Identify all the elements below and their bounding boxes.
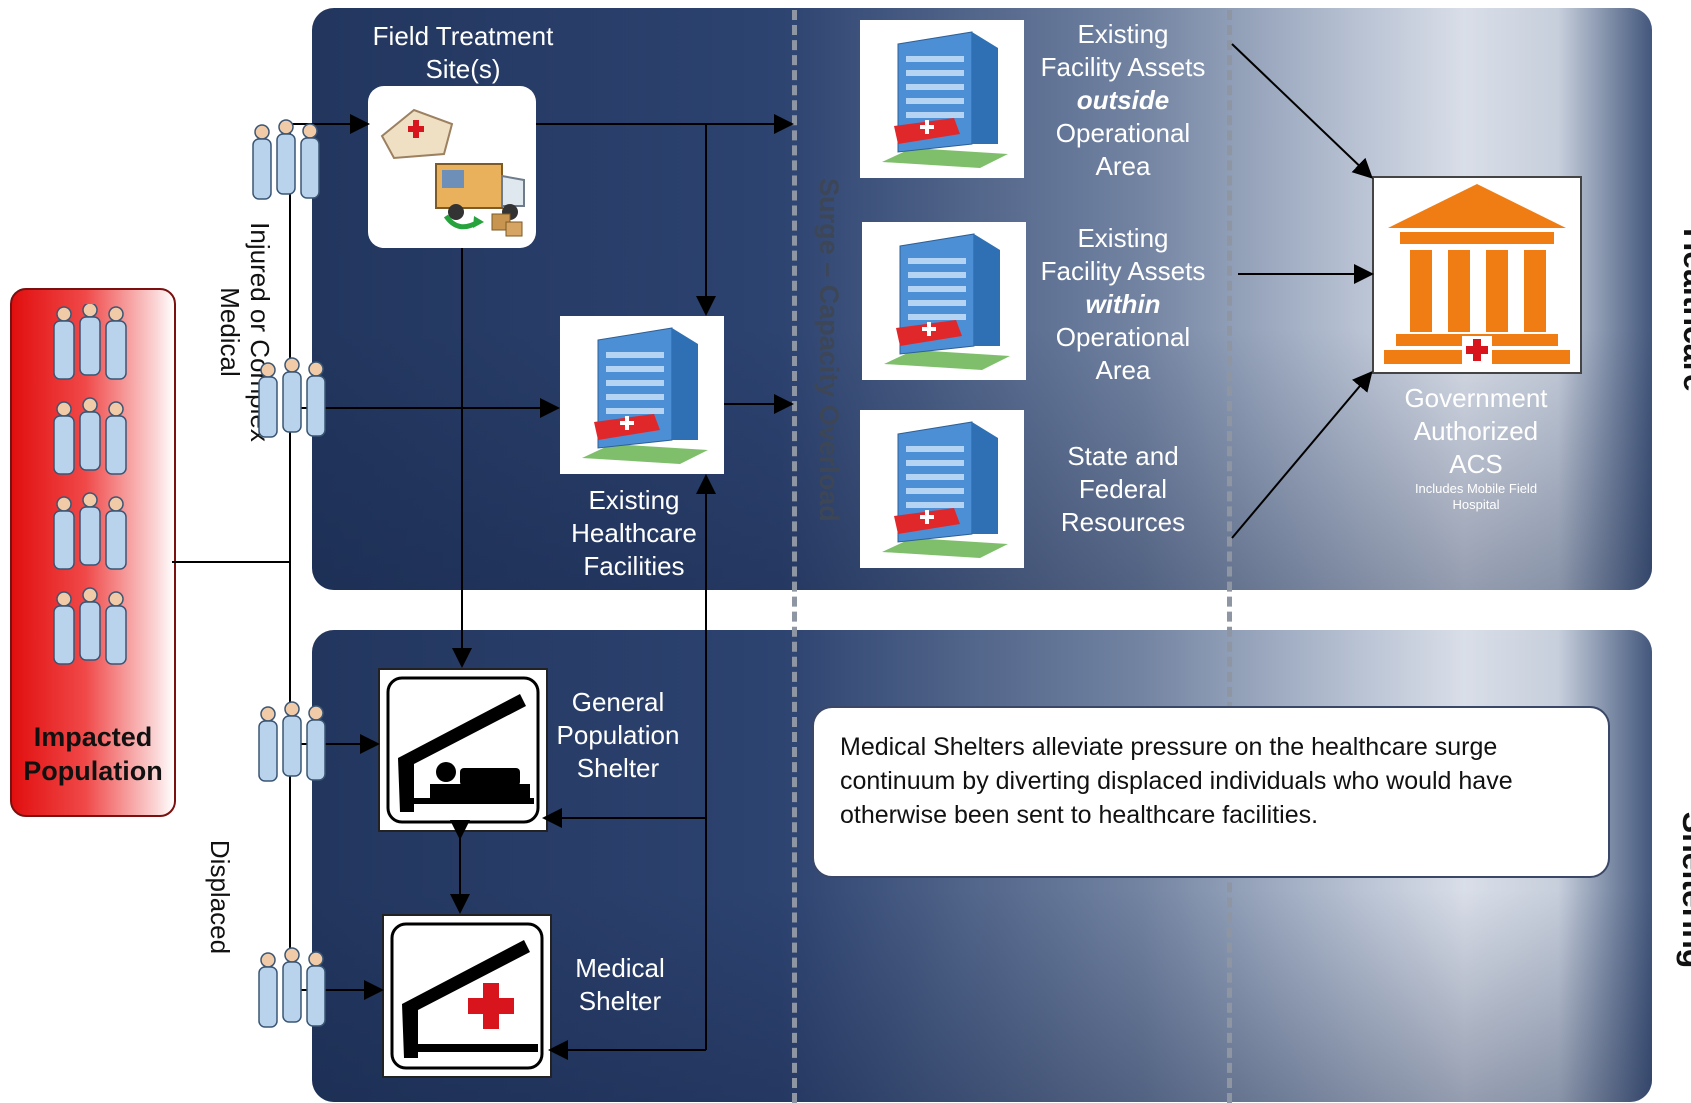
- acs-node: [1372, 176, 1582, 374]
- field-treatment-label: Field Treatment Site(s): [350, 20, 576, 86]
- hospital-building-icon: [882, 421, 1008, 558]
- outside-assets-label: Existing Facility Assets outside Operati…: [1028, 18, 1218, 183]
- asset-divider-line: [1227, 10, 1232, 1103]
- general-shelter-label: General Population Shelter: [548, 686, 688, 785]
- general-shelter-line2: Population: [556, 720, 680, 750]
- state-federal-line2: Federal: [1078, 474, 1168, 504]
- impacted-population-box: Impacted Population: [10, 288, 176, 817]
- general-shelter-line3: Shelter: [576, 753, 660, 783]
- general-shelter-node: [378, 668, 548, 832]
- within-assets-line4: Area: [1095, 355, 1151, 385]
- hospital-building-icon: [582, 327, 708, 464]
- state-federal-line1: State and: [1067, 441, 1179, 471]
- injured-path-line2: Medical: [215, 287, 245, 377]
- shelter-bed-icon: [386, 676, 540, 824]
- field-treatment-node: [368, 86, 536, 248]
- existing-healthcare-line2: Healthcare: [571, 518, 697, 548]
- surge-divider-line: [792, 10, 797, 1103]
- impacted-label-line2: Population: [23, 756, 163, 786]
- within-assets-emphasis: within: [1085, 289, 1161, 319]
- existing-healthcare-line3: Facilities: [583, 551, 685, 581]
- state-federal-line3: Resources: [1060, 507, 1186, 537]
- within-assets-node: [862, 222, 1026, 380]
- field-tent-truck-icon: [380, 108, 525, 237]
- outside-assets-emphasis: outside: [1076, 85, 1170, 115]
- hospital-building-icon: [882, 31, 1008, 168]
- displaced-path-label: Displaced: [205, 839, 235, 955]
- acs-note-line2: Hospital: [1452, 497, 1500, 512]
- within-assets-label: Existing Facility Assets within Operatio…: [1028, 222, 1218, 387]
- outside-assets-line1: Existing: [1077, 19, 1169, 49]
- acs-line1: Government: [1404, 383, 1548, 413]
- people-group-icon: [258, 701, 326, 782]
- medical-shelter-line2: Shelter: [578, 986, 662, 1016]
- field-treatment-line1: Field Treatment: [372, 21, 554, 51]
- medical-shelter-line1: Medical: [575, 953, 665, 983]
- shelter-medical-cross-icon: [390, 922, 544, 1070]
- acs-note-line1: Includes Mobile Field: [1414, 481, 1538, 496]
- people-group-icon: [53, 304, 127, 665]
- sheltering-section-label: Sheltering: [1676, 811, 1691, 969]
- hospital-building-icon: [884, 233, 1010, 370]
- outside-assets-line4: Area: [1095, 151, 1151, 181]
- general-shelter-line1: General: [571, 687, 665, 717]
- impacted-label-line1: Impacted: [33, 722, 153, 752]
- medical-shelter-node: [382, 914, 552, 1078]
- state-federal-label: State and Federal Resources: [1028, 440, 1218, 539]
- existing-healthcare-line1: Existing: [588, 485, 680, 515]
- note-box: Medical Shelters alleviate pressure on t…: [812, 706, 1610, 878]
- outside-assets-line3: Operational: [1055, 118, 1191, 148]
- healthcare-section-label: Healthcare: [1677, 228, 1691, 392]
- people-group-icon: [258, 357, 326, 438]
- field-treatment-line2: Site(s): [425, 54, 501, 84]
- within-assets-line1: Existing: [1077, 223, 1169, 253]
- people-group-icon: [258, 947, 326, 1028]
- existing-healthcare-node: [560, 316, 724, 474]
- acs-label: Government Authorized ACS Includes Mobil…: [1368, 382, 1584, 513]
- within-assets-line3: Operational: [1055, 322, 1191, 352]
- surge-capacity-label: Surge – Capacity Overload: [814, 178, 844, 522]
- acs-line2: Authorized: [1413, 416, 1539, 446]
- within-assets-line2: Facility Assets: [1040, 256, 1206, 286]
- people-group-icon: [252, 119, 320, 200]
- impacted-population-label: Impacted Population: [12, 720, 174, 788]
- outside-assets-line2: Facility Assets: [1040, 52, 1206, 82]
- outside-assets-node: [860, 20, 1024, 178]
- acs-line3: ACS: [1449, 449, 1503, 479]
- state-federal-node: [860, 410, 1024, 568]
- medical-shelter-label: Medical Shelter: [552, 952, 688, 1018]
- government-building-icon: [1384, 184, 1570, 364]
- existing-healthcare-label: Existing Healthcare Facilities: [542, 484, 726, 583]
